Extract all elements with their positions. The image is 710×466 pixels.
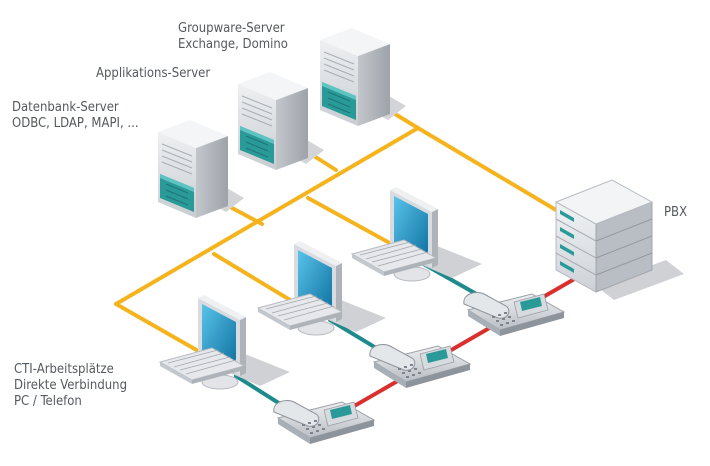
cti-line3: PC / Telefon: [14, 394, 82, 409]
cti-label: CTI-Arbeitsplätze Direkte Verbindung PC …: [14, 362, 127, 410]
datenbank-server-line1: Datenbank-Server: [12, 100, 119, 115]
phone-pbx-cables: [328, 268, 592, 422]
cti-line2: Direkte Verbindung: [14, 378, 128, 393]
groupware-server-icon: [319, 27, 407, 127]
groupware-server-label: Groupware-Server Exchange, Domino: [178, 21, 288, 53]
datenbank-server-line2: ODBC, LDAP, MAPI, ...: [12, 116, 139, 131]
telephone-icon: [463, 291, 565, 337]
datenbank-server-label: Datenbank-Server ODBC, LDAP, MAPI, ...: [12, 100, 139, 132]
telephone-icon: [273, 399, 375, 445]
telephone-icon: [369, 343, 471, 389]
groupware-server-line2: Exchange, Domino: [178, 37, 288, 52]
pbx-label: PBX: [664, 205, 687, 221]
applikations-server-line1: Applikations-Server: [96, 66, 211, 81]
cti-line1: CTI-Arbeitsplätze: [14, 362, 114, 377]
datenbank-server-icon: [157, 119, 245, 219]
groupware-server-line1: Groupware-Server: [178, 21, 285, 36]
applikations-server-icon: [237, 71, 325, 171]
pc-phone-cables: [234, 260, 496, 416]
applikations-server-label: Applikations-Server: [96, 66, 210, 82]
pbx-icon: [554, 179, 684, 300]
pbx-line1: PBX: [664, 205, 688, 220]
